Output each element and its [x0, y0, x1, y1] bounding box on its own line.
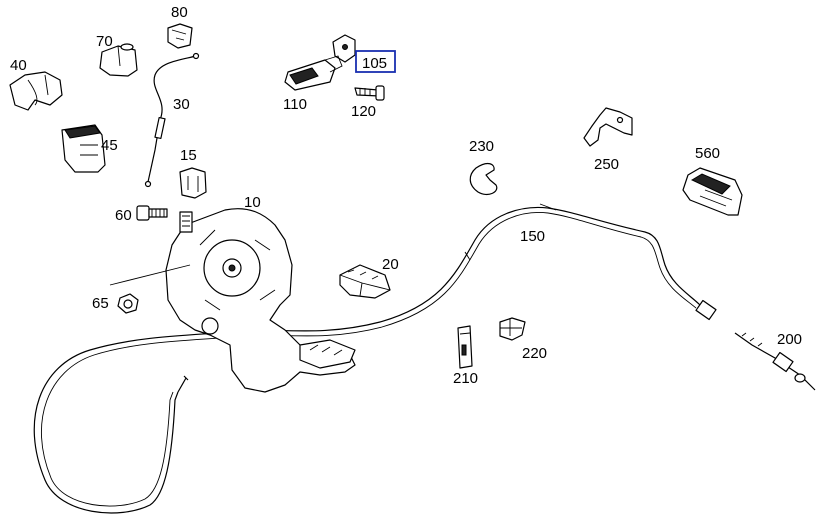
- label-30[interactable]: 30: [173, 96, 190, 113]
- part-230[interactable]: [469, 162, 498, 196]
- part-60[interactable]: [136, 205, 168, 221]
- label-250[interactable]: 250: [594, 156, 619, 173]
- label-65[interactable]: 65: [92, 295, 109, 312]
- cable-end-sleeve: [695, 299, 717, 321]
- part-200[interactable]: [734, 332, 816, 391]
- label-60[interactable]: 60: [115, 207, 132, 224]
- label-230[interactable]: 230: [469, 138, 494, 155]
- label-70[interactable]: 70: [96, 33, 113, 50]
- highlight-box-105: [355, 50, 396, 73]
- part-250[interactable]: [583, 107, 633, 147]
- label-110[interactable]: 110: [283, 96, 307, 113]
- label-105[interactable]: 105: [362, 55, 387, 72]
- cable-150-right-inner: [547, 212, 697, 309]
- part-70[interactable]: [99, 43, 138, 77]
- label-20[interactable]: 20: [382, 256, 399, 273]
- cable-150[interactable]: [33, 206, 549, 514]
- part-120[interactable]: [354, 85, 385, 101]
- label-45[interactable]: 45: [101, 137, 118, 154]
- part-210[interactable]: [457, 325, 473, 369]
- label-15[interactable]: 15: [180, 147, 197, 164]
- label-210[interactable]: 210: [453, 370, 478, 387]
- part-110[interactable]: [284, 55, 343, 91]
- label-150[interactable]: 150: [520, 228, 545, 245]
- cable-clip-mark: [464, 203, 557, 261]
- label-120[interactable]: 120: [351, 103, 376, 120]
- pedal-assembly-10[interactable]: [109, 208, 356, 393]
- label-80[interactable]: 80: [171, 4, 188, 21]
- cable-150-right[interactable]: [547, 207, 701, 306]
- label-220[interactable]: 220: [522, 345, 547, 362]
- label-40[interactable]: 40: [10, 57, 27, 74]
- part-30[interactable]: [144, 52, 200, 188]
- label-560[interactable]: 560: [695, 145, 720, 162]
- part-15[interactable]: [179, 167, 207, 199]
- part-220[interactable]: [499, 317, 526, 341]
- part-40[interactable]: [9, 71, 63, 111]
- part-45[interactable]: [61, 124, 106, 173]
- part-65[interactable]: [117, 293, 139, 314]
- part-20[interactable]: [339, 264, 391, 299]
- part-105[interactable]: [332, 34, 356, 63]
- label-200[interactable]: 200: [777, 331, 802, 348]
- part-80[interactable]: [167, 23, 193, 49]
- cable-150-inner: [41, 212, 549, 507]
- part-560[interactable]: [682, 167, 743, 216]
- label-10[interactable]: 10: [244, 194, 261, 211]
- cable-left-tip: [177, 375, 189, 393]
